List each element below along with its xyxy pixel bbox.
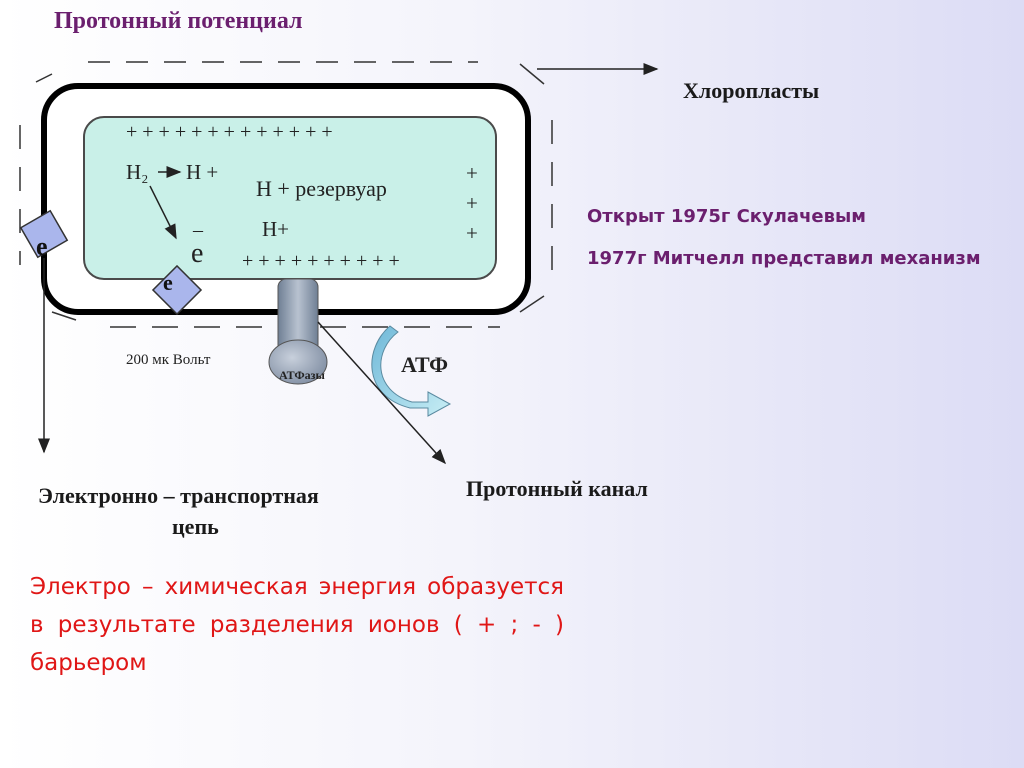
h2-label: H₂ (126, 160, 149, 184)
plus-row-bottom: + + + + + + + + + + (242, 250, 400, 272)
plus-right-2: + (466, 191, 478, 215)
history-discovery: Открыт 1975г Скулачевым (587, 206, 866, 227)
history-mitchell: 1977г Митчелл представил механизм (587, 248, 981, 269)
chloroplasts-label: Хлоропласты (683, 78, 819, 104)
etc-label-line1: Электронно – транспортная (38, 483, 319, 509)
electron-box-1-label: e (36, 232, 48, 261)
plus-row-top: + + + + + + + + + + + + + (126, 121, 333, 143)
conclusion-text: Электро – химическая энергия образуется … (30, 568, 564, 682)
h-plus-mid-label: H+ (262, 217, 289, 241)
electron-inner-label: e (191, 238, 203, 269)
h-plus-left-label: H + (186, 160, 218, 184)
electron-box-2-label: e (163, 270, 173, 295)
atpase-label: АТФазы (279, 368, 325, 382)
proton-channel-label: Протонный канал (466, 476, 648, 502)
voltage-label: 200 мк Вольт (126, 352, 211, 368)
atp-label: АТФ (401, 352, 448, 377)
plus-right-1: + (466, 161, 478, 185)
etc-label-line2: цепь (172, 514, 219, 540)
reservoir-label: H + резервуар (256, 176, 387, 201)
plus-right-3: + (466, 221, 478, 245)
